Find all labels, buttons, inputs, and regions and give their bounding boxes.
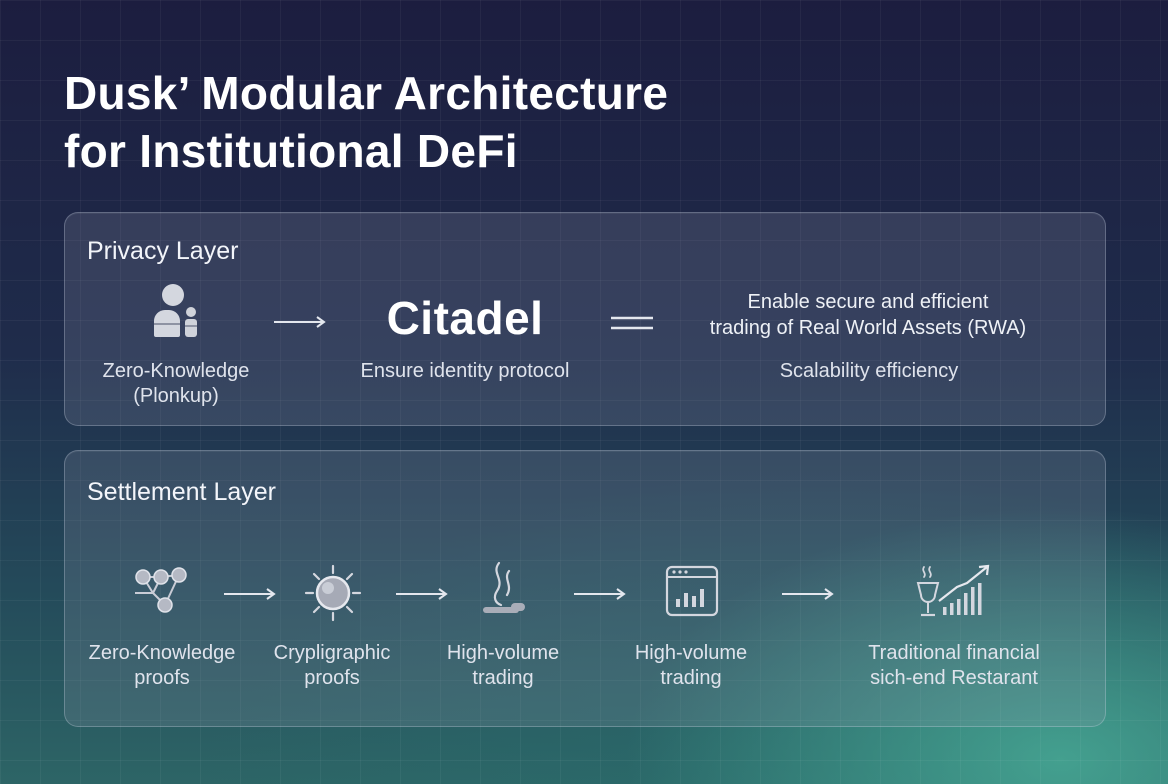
citadel-label: Citadel <box>386 292 544 344</box>
settlement-step-label: High-volume trading <box>446 642 560 689</box>
identity-protocol-label: Ensure identity protocol <box>360 360 570 382</box>
page-title: Dusk’ Modular Architecture for Instituti… <box>64 64 668 180</box>
arrow-right-icon <box>782 588 834 600</box>
settlement-step-label: Zero-Knowledge proofs <box>88 642 236 689</box>
network-nodes-icon <box>135 567 187 613</box>
settlement-layer-panel: Settlement Layer Zero-Knowledge proofs <box>64 450 1106 727</box>
privacy-layer-heading: Privacy Layer <box>87 237 239 265</box>
privacy-layer-panel: Privacy Layer Zero-Knowledge (Plonkup) C… <box>64 212 1106 426</box>
settlement-step-label: High-volume trading <box>634 642 748 689</box>
scalability-efficiency-label: Scalability efficiency <box>779 360 959 382</box>
arrow-right-icon <box>224 588 276 600</box>
title-line-1: Dusk’ Modular Architecture <box>64 67 669 119</box>
dashboard-bars-icon <box>665 565 719 617</box>
wine-chart-icon <box>916 564 990 617</box>
settlement-step-label: Crypligraphic proofs <box>273 642 391 689</box>
settlement-layer-heading: Settlement Layer <box>87 478 276 506</box>
equals-icon <box>611 316 653 330</box>
rwa-outcome-text: Enable secure and efficient trading of R… <box>709 291 1027 339</box>
sun-orb-icon <box>304 564 362 622</box>
zero-knowledge-plonkup-label: Zero-Knowledge (Plonkup) <box>102 360 250 407</box>
arrow-right-icon <box>396 588 448 600</box>
steam-flame-icon <box>483 561 525 613</box>
arrow-right-icon <box>274 316 326 328</box>
people-icon <box>154 284 197 337</box>
settlement-step-label: Traditional financial sich-end Restarant <box>868 642 1040 689</box>
arrow-right-icon <box>574 588 626 600</box>
title-line-2: for Institutional DeFi <box>64 125 518 177</box>
